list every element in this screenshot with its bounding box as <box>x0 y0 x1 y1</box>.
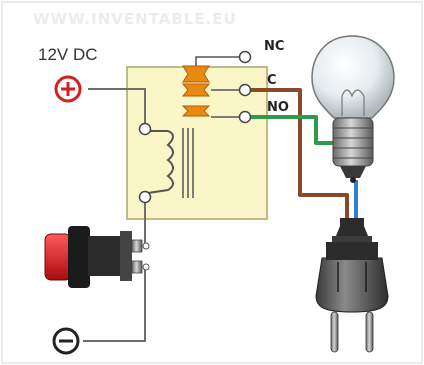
coil-terminal-bottom <box>138 190 152 204</box>
coil-terminal-top <box>138 122 152 136</box>
power-plug-icon <box>315 218 389 353</box>
terminal-c <box>238 83 252 97</box>
label-nc: NC <box>264 39 284 54</box>
watermark: WWW.INVENTABLE.EU <box>33 10 237 28</box>
supply-label: 12V DC <box>38 45 98 64</box>
light-bulb-icon <box>311 35 395 183</box>
wire-green <box>251 115 338 145</box>
push-button-icon <box>44 226 150 288</box>
wire-nc-internal <box>195 56 241 67</box>
terminal-no <box>238 110 252 124</box>
no-contact <box>181 105 211 117</box>
label-c: C <box>267 73 277 88</box>
label-no: NO <box>267 100 289 115</box>
wire-positive <box>88 88 146 127</box>
terminal-nc <box>238 50 252 64</box>
nc-contact <box>182 65 210 83</box>
common-contact <box>181 83 211 97</box>
relay-coil-icon <box>147 130 174 194</box>
wire-brown <box>251 88 349 220</box>
minus-terminal-icon <box>52 327 80 355</box>
wire-negative <box>83 269 146 342</box>
plus-terminal-icon <box>54 75 82 103</box>
